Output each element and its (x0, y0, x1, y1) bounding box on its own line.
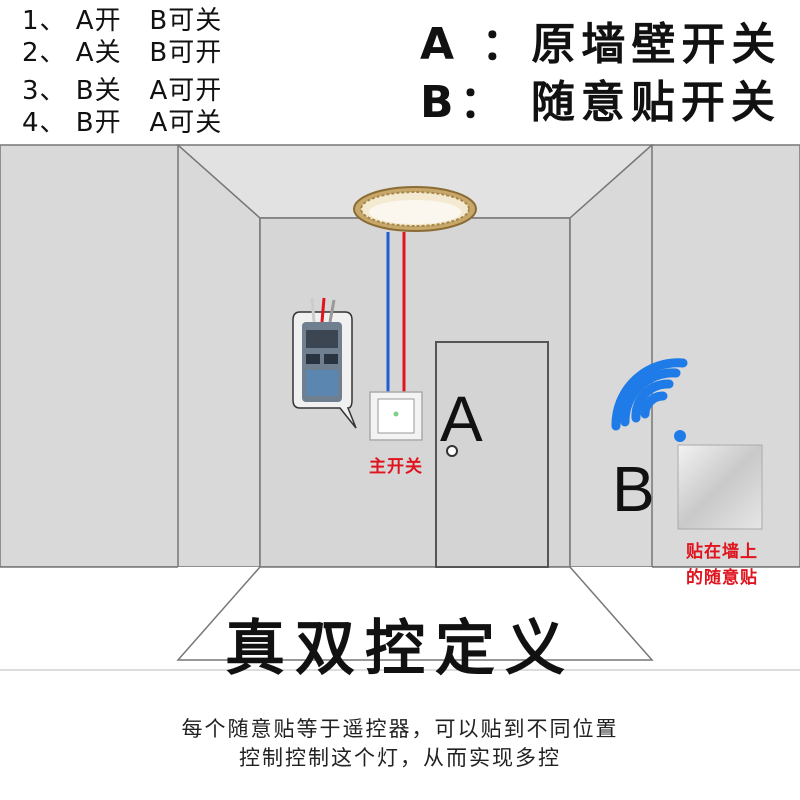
sticker-label-line1: 贴在墙上 (686, 542, 758, 562)
switch-module-icon (292, 297, 357, 429)
legend-b: B： 随意贴开关 (420, 77, 781, 128)
sticker-switch-icon (677, 444, 763, 530)
main-switch-label: 主开关 (369, 457, 423, 477)
main-title: 真双控定义 (225, 614, 575, 684)
legend-a: A ：原墙壁开关 (420, 19, 782, 70)
rule-1: 1、 A开 B可关 (22, 6, 223, 36)
door-knob (446, 445, 458, 457)
wall-switch-icon (369, 391, 423, 441)
rule-3: 3、 B关 A可开 (22, 76, 223, 106)
caption-line2: 控制控制这个灯，从而实现多控 (239, 746, 561, 770)
left-wall (0, 144, 261, 568)
wifi-signal-icon (611, 358, 688, 431)
rule-2: 2、 A关 B可开 (22, 38, 223, 68)
rule-4: 4、 B开 A可关 (22, 108, 223, 138)
sticker-label-line2: 的随意贴 (686, 568, 758, 588)
label-b: B (612, 453, 655, 525)
label-a: A (440, 383, 483, 455)
caption-line1: 每个随意贴等于遥控器，可以贴到不同位置 (181, 717, 619, 741)
ceiling-lamp-icon (353, 186, 477, 232)
